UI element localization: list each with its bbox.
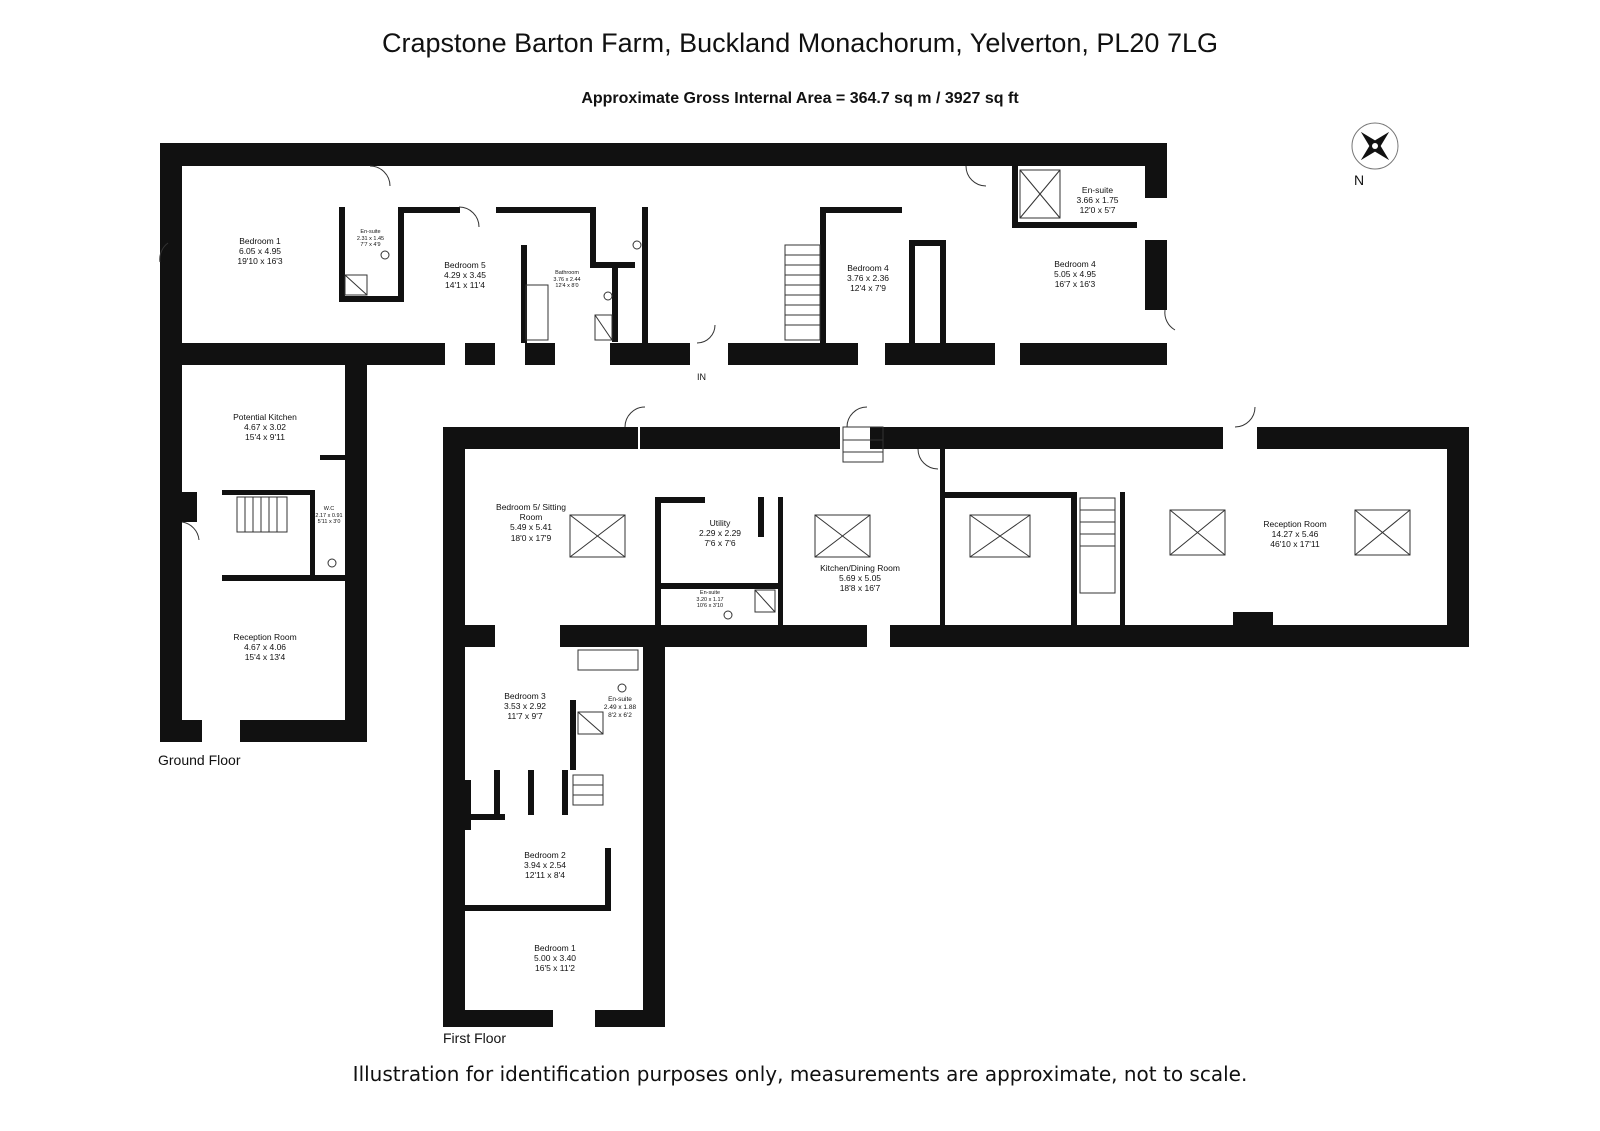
stairs-icon: [236, 244, 1116, 806]
first-floor-label: First Floor: [443, 1030, 506, 1046]
plan-title: Crapstone Barton Farm, Buckland Monachor…: [382, 28, 1218, 58]
disclaimer-text: Illustration for identification purposes…: [352, 1062, 1248, 1086]
sanitaryware-icon: [327, 169, 1061, 735]
door-swing-icon: [159, 165, 1256, 541]
ground-floor-label: Ground Floor: [158, 752, 241, 768]
gross-area-text: Approximate Gross Internal Area = 364.7 …: [581, 90, 1019, 107]
entrance-label: IN: [697, 372, 706, 382]
walls: [160, 143, 1469, 1027]
north-label: N: [1354, 172, 1365, 188]
fixtures: [159, 165, 1411, 806]
compass-rose-icon: [1351, 122, 1399, 170]
skylight-icon: [569, 509, 1411, 558]
